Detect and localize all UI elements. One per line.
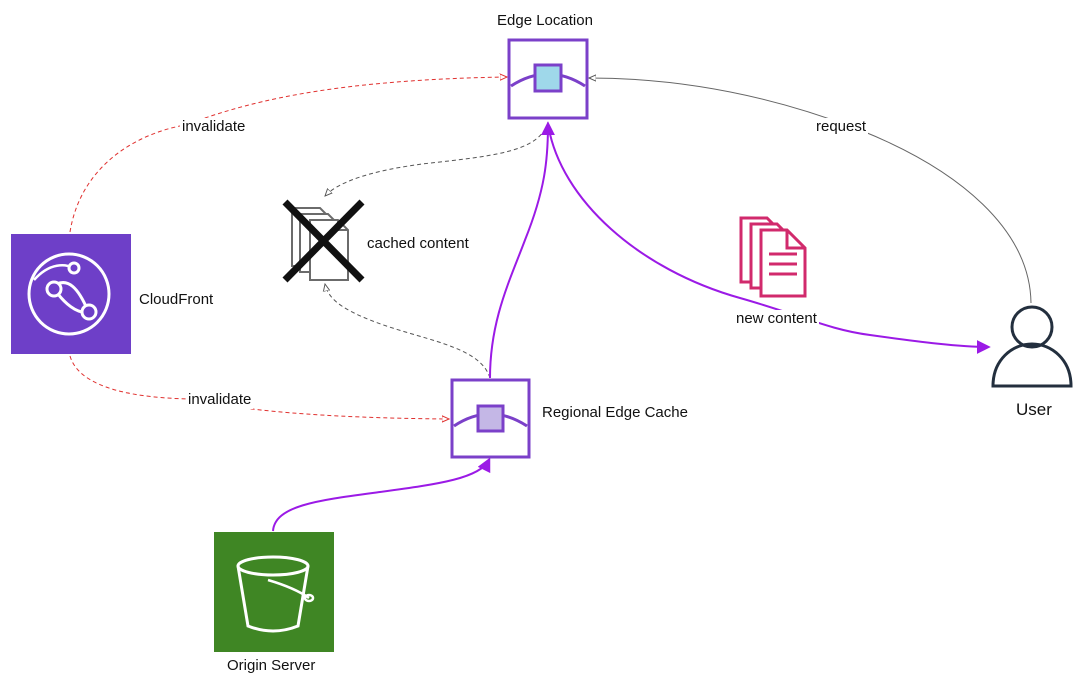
documents-crossed-icon — [282, 199, 365, 283]
edge-origin-to-regional — [272, 457, 491, 532]
edge-location-icon[interactable] — [507, 38, 589, 120]
edge-request — [589, 78, 1032, 304]
edge-regional-to-cached — [325, 284, 491, 379]
regional-edge-cache-label: Regional Edge Cache — [540, 404, 690, 422]
cloudfront-icon[interactable] — [11, 234, 131, 354]
user-icon[interactable] — [991, 305, 1073, 388]
edge-edge-to-cached — [325, 121, 549, 196]
cloudfront-label: CloudFront — [137, 291, 216, 309]
regional-edge-cache-icon[interactable] — [450, 378, 531, 459]
user-label: User — [1014, 400, 1054, 419]
s3-bucket-icon[interactable] — [214, 532, 334, 652]
invalidate-top-label: invalidate — [180, 118, 248, 136]
edge-location-label: Edge Location — [495, 12, 595, 30]
new-content-label: new content — [734, 310, 819, 328]
request-label: request — [814, 118, 869, 136]
documents-icon — [739, 216, 807, 298]
cached-content-label: cached content — [365, 235, 471, 253]
edge-regional-to-edge — [489, 121, 555, 379]
invalidate-bottom-label: invalidate — [186, 391, 254, 409]
edge-invalidate-bottom — [69, 355, 449, 419]
origin-server-label: Origin Server — [225, 657, 318, 675]
